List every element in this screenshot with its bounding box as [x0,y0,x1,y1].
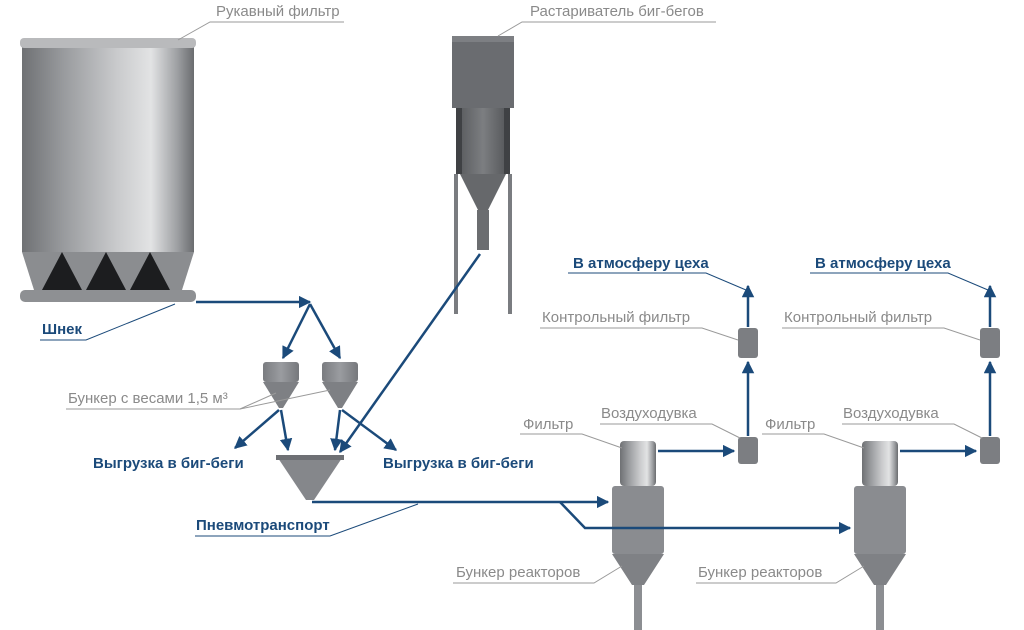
leader-cf-1 [540,327,739,341]
flow-arrow-to-hopper-a [281,303,312,360]
flow-arrow-unloader-to-pneumo [338,253,482,454]
leader-blower-1 [600,423,741,439]
weigh-hopper-b [322,362,358,408]
leader-weigh-hopper-b [239,389,331,410]
flow-arrow-pneumo-to-reactor-2 [559,501,852,535]
leader-screw [40,303,176,341]
leader-filter-2 [762,433,865,449]
leader-filter-1 [520,433,623,449]
reactor-hopper-1 [612,441,664,630]
flow-arrow-unload-left [234,409,280,449]
label-blower-2: Воздуходувка [843,405,939,422]
label-atmosphere-2: В атмосферу цеха [815,255,951,272]
label-bag-filter: Рукавный фильтр [216,3,340,20]
flow-arrow-to-hopper-b [308,303,342,360]
label-bigbag-unloader: Растариватель биг-бегов [530,3,704,20]
label-control-filter-1: Контрольный фильтр [542,309,691,326]
flow-arrow-a-to-pneumo [279,409,293,452]
label-screw: Шнек [42,321,82,338]
control-filter-1 [738,328,758,358]
pneumo-hopper [276,455,344,500]
bag-filter-equipment [20,38,196,302]
blower-1 [738,437,758,464]
weigh-hopper-a [263,362,299,408]
leader-atm-1 [568,272,747,291]
leader-reactor-2 [696,565,865,584]
label-pneumo: Пневмотранспорт [196,517,330,534]
label-filter-2: Фильтр [765,416,816,433]
label-reactor-hopper-1: Бункер реакторов [456,564,581,581]
leader-atm-2 [810,272,989,291]
leader-reactor-1 [453,565,623,584]
bigbag-unloader-equipment [452,36,514,314]
control-filter-2 [980,328,1000,358]
blower-2 [980,437,1000,464]
label-reactor-hopper-2: Бункер реакторов [698,564,823,581]
leader-pneumo [195,503,419,537]
label-weigh-hopper: Бункер с весами 1,5 м³ [68,390,228,407]
reactor-hopper-2 [854,441,906,630]
flow-arrow-b-to-pneumo [330,409,343,452]
label-filter-1: Фильтр [523,416,574,433]
leader-unloader [497,21,716,37]
leader-blower-2 [842,423,983,439]
leader-bag-filter [177,21,344,41]
label-atmosphere-1: В атмосферу цеха [573,255,709,272]
label-control-filter-2: Контрольный фильтр [784,309,933,326]
leader-cf-2 [782,327,981,341]
label-unload-right: Выгрузка в биг-беги [383,455,534,472]
label-unload-left: Выгрузка в биг-беги [93,455,244,472]
flow-arrow-unload-right [341,408,398,452]
label-blower-1: Воздуходувка [601,405,697,422]
